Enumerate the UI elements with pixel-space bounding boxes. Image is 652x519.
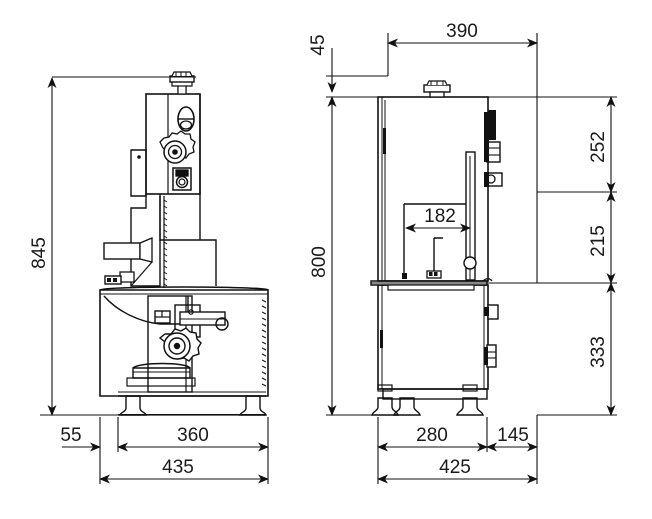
dimension-55 [62,417,101,452]
handwheel-lower-left [158,327,202,362]
dimension-845 [40,76,196,416]
dimension-label-800: 800 [309,246,330,278]
dimension-label-280: 280 [416,425,448,446]
upper-arm-left [103,71,217,315]
dimension-435 [99,452,269,484]
dimension-800 [326,96,378,416]
dimension-360 [117,417,269,484]
dimension-label-390: 390 [446,21,478,42]
dimension-label-55: 55 [60,425,81,446]
dimension-45 [326,48,388,93]
dimension-label-215: 215 [588,225,609,257]
side-elevation-view [99,71,269,416]
dimension-145 [486,415,538,484]
dimension-333 [537,282,617,416]
dimension-label-360: 360 [177,425,209,446]
dimension-390 [387,33,538,283]
front-elevation-view [370,80,503,416]
dimension-label-435: 435 [162,457,194,478]
dimension-label-145: 145 [497,425,529,446]
lower-cabinet-right [377,284,499,390]
dimension-label-425: 425 [439,457,471,478]
control-panel-left [154,304,229,338]
upper-cabinet-right [377,80,503,282]
dimension-252 [488,96,617,193]
dimension-label-845: 845 [29,237,50,269]
dimension-215 [487,191,617,284]
dimension-label-333: 333 [588,336,609,368]
dimension-label-182: 182 [424,206,456,227]
dimension-label-252: 252 [588,131,609,163]
dimension-label-45: 45 [308,34,329,55]
